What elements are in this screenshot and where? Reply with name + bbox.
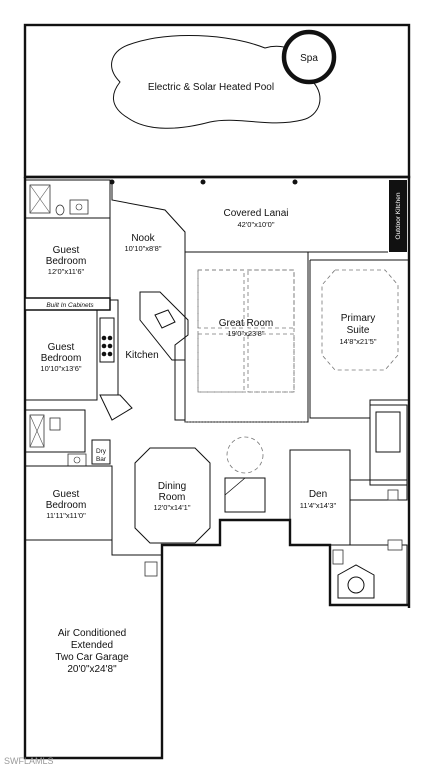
dry-bar-name1: Dry <box>96 448 107 455</box>
guest-bedroom-2-dims: 10'10"x13'6" <box>40 364 81 373</box>
garage-area <box>25 539 163 610</box>
guest-bedroom-2-name2: Bedroom <box>41 353 82 364</box>
primary-bath-area <box>329 404 408 606</box>
guest-bedroom-3-name1: Guest <box>53 489 80 500</box>
garage-dims: 20'0"x24'8" <box>67 664 117 675</box>
kitchen-area <box>99 260 189 421</box>
bath-top-left <box>24 179 111 219</box>
covered-lanai-name: Covered Lanai <box>223 208 288 219</box>
built-in-cabinets-label: Built In Cabinets <box>46 302 94 309</box>
pool-outline <box>111 34 321 129</box>
den-dims: 11'4"x14'3" <box>300 501 337 510</box>
dining-room-name1: Dining <box>158 481 186 492</box>
outdoor-kitchen-block <box>389 180 407 252</box>
guest-bedroom-2-walls <box>24 309 98 401</box>
garage-name2: Extended <box>71 640 113 651</box>
guest-bedroom-1-name1: Guest <box>53 245 80 256</box>
guest-bedroom-1-name2: Bedroom <box>46 256 87 267</box>
great-room-dims: 19'0"x23'8" <box>228 329 265 338</box>
nook-name: Nook <box>131 233 155 244</box>
den-walls <box>289 449 351 546</box>
den-name: Den <box>309 489 327 500</box>
dining-room-area <box>134 436 266 544</box>
garage-name3: Two Car Garage <box>55 652 129 663</box>
nook-dims: 10'10"x8'8" <box>125 244 162 253</box>
lanai-columns <box>109 179 298 185</box>
pool-deck: Spa Electric & Solar Heated Pool <box>23 23 411 179</box>
great-room-name: Great Room <box>219 318 273 329</box>
guest-bedroom-1-dims: 12'0"x11'6" <box>48 267 85 276</box>
outdoor-kitchen-label: Outdoor Kitchen <box>395 192 402 239</box>
lanai-wall <box>111 180 388 253</box>
dry-bar-name2: Bar <box>96 456 107 463</box>
outer-wall-top-right <box>25 175 411 608</box>
dining-room-dims: 12'0"x14'1" <box>154 503 191 512</box>
garage-name1: Air Conditioned <box>58 628 126 639</box>
hall-bath-area <box>24 409 111 467</box>
spa-label: Spa <box>300 53 318 64</box>
primary-suite-dims: 14'8"x21'5" <box>340 337 377 346</box>
guest-bedroom-2-name1: Guest <box>48 342 75 353</box>
pool-label: Electric & Solar Heated Pool <box>148 82 274 93</box>
kitchen-name: Kitchen <box>125 350 158 361</box>
guest-bedroom-3-name2: Bedroom <box>46 500 87 511</box>
primary-suite-name2: Suite <box>347 325 370 336</box>
primary-suite-name1: Primary <box>341 313 375 324</box>
dining-room-name2: Room <box>159 492 186 503</box>
great-room-area <box>184 252 309 423</box>
watermark: SWFLAMLS <box>4 756 54 766</box>
pool-deck-outline <box>23 23 411 179</box>
spa-circle <box>281 29 337 85</box>
outer-wall-bottom <box>160 518 409 610</box>
covered-lanai-dims: 42'0"x10'0" <box>238 220 275 229</box>
guest-bedroom-3-dims: 11'11"x11'0" <box>46 511 86 520</box>
